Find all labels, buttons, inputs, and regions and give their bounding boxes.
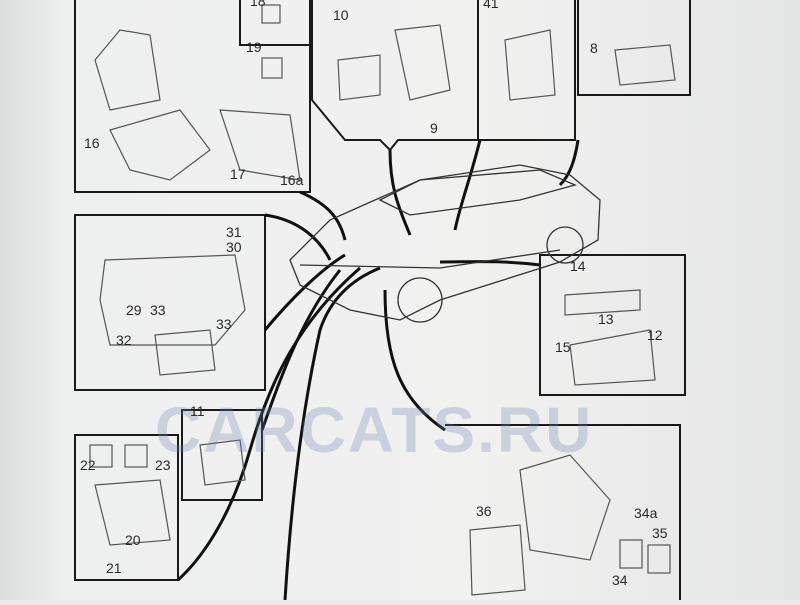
- callout-32: 32: [116, 332, 132, 348]
- callout-18: 18: [250, 0, 266, 9]
- callout-12: 12: [647, 327, 663, 343]
- callout-23: 23: [155, 457, 171, 473]
- watermark: CARCATS.RU: [155, 394, 593, 466]
- callout-11: 11: [190, 403, 205, 419]
- callout-14: 14: [570, 258, 586, 274]
- callout-20: 20: [125, 532, 141, 548]
- box-control-unit-10: [311, 0, 479, 152]
- callout-29: 29: [126, 302, 142, 318]
- callout-31: 31: [226, 224, 242, 240]
- callout-33: 33: [150, 302, 166, 318]
- callout-13: 13: [598, 311, 614, 327]
- box-fusebox-12: [539, 254, 686, 396]
- callout-33: 33: [216, 316, 232, 332]
- box-heater-36: [445, 424, 681, 600]
- callout-36: 36: [476, 503, 492, 519]
- callout-labels: 18 19 10 9 41 8 16 17 16a 31 30 29 33 33…: [80, 0, 668, 588]
- car-sketch: [289, 164, 601, 323]
- callout-41: 41: [483, 0, 499, 11]
- callout-34a: 34a: [634, 505, 658, 521]
- callout-8: 8: [590, 40, 598, 56]
- box-module-8: [577, 0, 691, 96]
- callout-16: 16: [84, 135, 100, 151]
- callout-15: 15: [555, 339, 571, 355]
- callout-30: 30: [226, 239, 242, 255]
- callout-34: 34: [612, 572, 628, 588]
- callout-19: 19: [246, 39, 262, 55]
- callout-17: 17: [230, 166, 246, 182]
- callout-21: 21: [106, 560, 122, 576]
- callout-16a: 16a: [280, 172, 304, 188]
- callout-35: 35: [652, 525, 668, 541]
- callout-10: 10: [333, 7, 349, 23]
- box-relay-bracket: [74, 0, 311, 193]
- wiring-leaders: [176, 139, 580, 601]
- part-sketches: [89, 4, 676, 596]
- box-relay-11: [181, 409, 263, 501]
- box-relays-18-19: [239, 0, 310, 46]
- box-relay-41: [477, 0, 576, 141]
- callout-9: 9: [430, 120, 438, 136]
- callout-22: 22: [80, 457, 96, 473]
- box-bracket-29: [74, 214, 266, 391]
